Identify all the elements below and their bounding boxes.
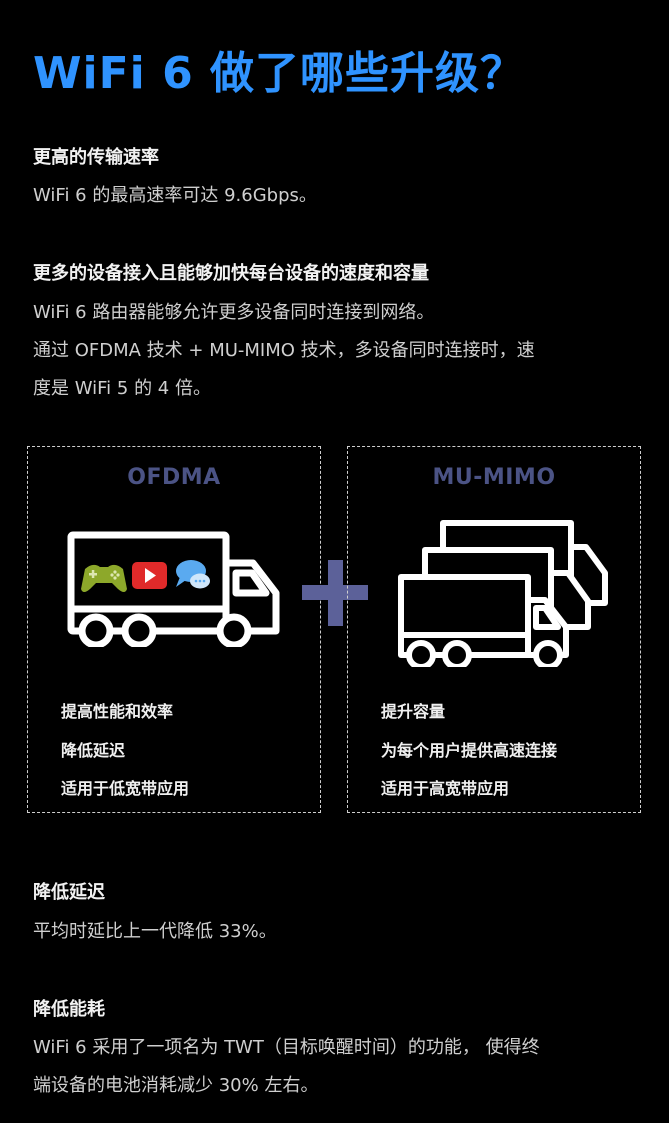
mu-mimo-feature: 适用于高宽带应用 bbox=[381, 779, 510, 798]
section-heading-power: 降低能耗 bbox=[33, 999, 105, 1020]
single-truck-with-apps-icon bbox=[67, 531, 280, 647]
mu-mimo-feature: 提升容量 bbox=[381, 702, 446, 721]
ofdma-feature: 提高性能和效率 bbox=[61, 702, 174, 721]
section-text-capacity-1: WiFi 6 路由器能够允许更多设备同时连接到网络。 bbox=[33, 302, 435, 323]
video-play-icon bbox=[132, 562, 167, 589]
ofdma-title: OFDMA bbox=[127, 465, 221, 490]
mu-mimo-feature: 为每个用户提供高速连接 bbox=[381, 740, 558, 760]
mu-mimo-title: MU-MIMO bbox=[432, 465, 556, 490]
section-text-power-1: WiFi 6 采用了一项名为 TWT（目标唤醒时间）的功能， 使得终 bbox=[33, 1037, 540, 1058]
chat-bubble-icon bbox=[176, 560, 210, 589]
gamepad-icon bbox=[81, 564, 127, 592]
section-heading-speed: 更高的传输速率 bbox=[33, 147, 159, 168]
mu-mimo-feature-list: 提升容量 为每个用户提供高速连接 适用于高宽带应用 bbox=[381, 693, 557, 809]
section-text-capacity-3: 度是 WiFi 5 的 4 倍。 bbox=[33, 378, 211, 399]
section-heading-latency: 降低延迟 bbox=[33, 882, 105, 903]
multiple-trucks-icon bbox=[398, 520, 608, 667]
page-title: WiFi 6 做了哪些升级？ bbox=[33, 48, 526, 99]
section-text-latency: 平均时延比上一代降低 33%。 bbox=[33, 921, 277, 942]
section-text-capacity-2: 通过 OFDMA 技术 + MU-MIMO 技术，多设备同时连接时，速 bbox=[33, 340, 535, 361]
ofdma-feature: 降低延迟 bbox=[61, 740, 126, 760]
ofdma-feature: 适用于低宽带应用 bbox=[61, 779, 190, 798]
mu-mimo-card: MU-MIMO 提升容量 为每个用户提供高速连接 适用于高宽带应用 bbox=[347, 446, 641, 813]
plus-icon bbox=[302, 560, 368, 626]
section-text-speed: WiFi 6 的最高速率可达 9.6Gbps。 bbox=[33, 185, 317, 206]
section-text-power-2: 端设备的电池消耗减少 30% 左右。 bbox=[33, 1075, 319, 1096]
ofdma-card: OFDMA 提高性能和效率 降低延迟 适 bbox=[27, 446, 321, 813]
ofdma-feature-list: 提高性能和效率 降低延迟 适用于低宽带应用 bbox=[61, 693, 189, 809]
section-heading-capacity: 更多的设备接入且能够加快每台设备的速度和容量 bbox=[33, 263, 429, 284]
